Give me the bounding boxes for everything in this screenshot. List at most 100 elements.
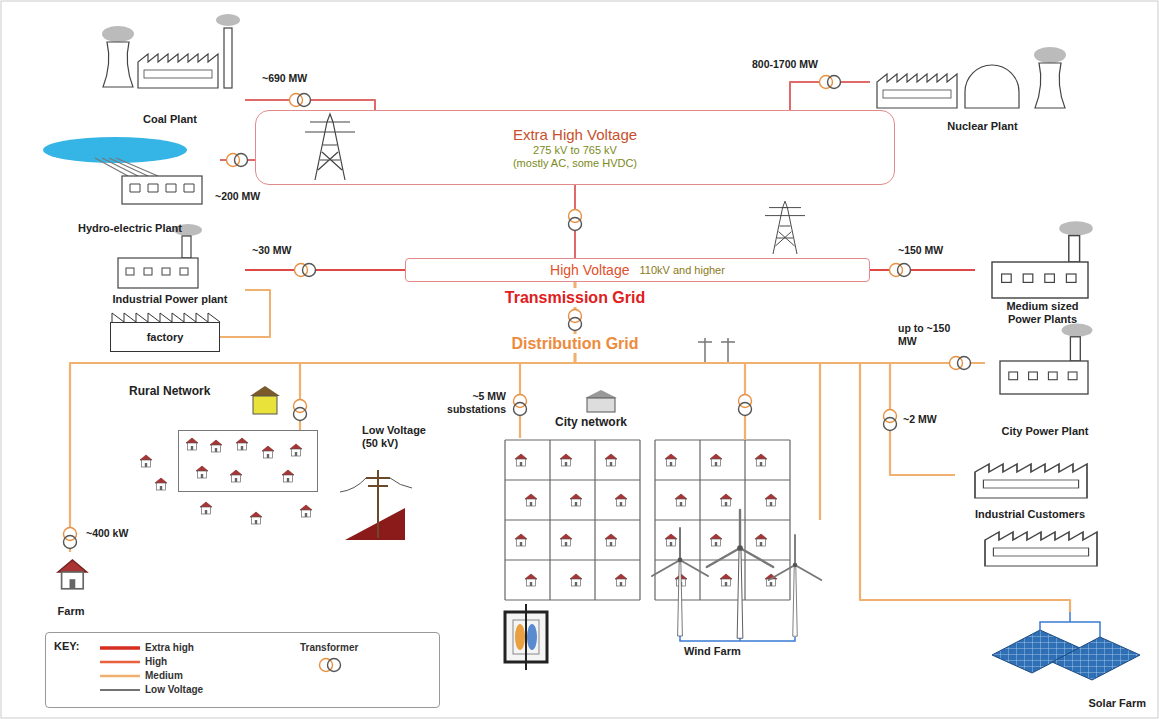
coal-plant-icon bbox=[138, 54, 218, 88]
customer-node: Industrial Customers bbox=[955, 458, 1105, 570]
legend-entry: Extra high bbox=[100, 642, 194, 653]
legend-label: Low Voltage bbox=[145, 684, 203, 695]
factory-box: factory bbox=[110, 322, 220, 352]
house-icon bbox=[262, 446, 274, 458]
house-icon bbox=[615, 494, 627, 506]
coal-plant-icon bbox=[216, 14, 240, 26]
node-label: High Voltage bbox=[550, 262, 629, 278]
house-icon bbox=[605, 454, 617, 466]
power-rating: 800-1700 MW bbox=[752, 58, 818, 71]
node-label: Solar Farm bbox=[1089, 697, 1146, 710]
power-rating: ~30 MW bbox=[252, 244, 291, 257]
house-icon bbox=[675, 494, 687, 506]
house-icon bbox=[515, 534, 527, 546]
low-voltage-pole bbox=[340, 478, 412, 492]
node-label: Extra High Voltage bbox=[513, 126, 637, 144]
factory-icon bbox=[975, 464, 1087, 498]
medium-plant-icon bbox=[992, 221, 1093, 298]
house-icon bbox=[720, 494, 732, 506]
farm-node: Farm bbox=[40, 552, 102, 620]
solar-panel bbox=[1040, 612, 1100, 637]
node-heading: Rural Network bbox=[129, 385, 210, 398]
power-rating: ~150 MW bbox=[898, 244, 943, 257]
node-heading: City network bbox=[555, 416, 627, 429]
city-building bbox=[585, 390, 617, 398]
transformer-device bbox=[527, 624, 537, 650]
pole-icon bbox=[698, 338, 735, 362]
nuclear-plant-icon bbox=[877, 74, 957, 108]
power-line bbox=[70, 282, 575, 552]
house-icon bbox=[525, 574, 537, 586]
coal-plant-icon bbox=[102, 26, 134, 87]
plant-node: Industrial Power plant bbox=[95, 238, 245, 308]
plant-node: Medium sized Power Plants bbox=[975, 228, 1110, 328]
house-icon bbox=[196, 466, 208, 478]
wind-turbine bbox=[652, 528, 708, 636]
house-icon bbox=[230, 470, 242, 482]
hydro-plant-icon bbox=[43, 137, 202, 204]
hydro-plant-icon bbox=[122, 176, 202, 204]
legend-swatch bbox=[100, 646, 140, 650]
factory-roof bbox=[112, 313, 220, 322]
transformer-symbol bbox=[568, 309, 583, 331]
house-icon bbox=[140, 455, 152, 467]
transformer-device bbox=[505, 604, 547, 670]
house-icon bbox=[570, 574, 582, 586]
wind-turbine bbox=[769, 535, 822, 636]
house-icon bbox=[765, 494, 777, 506]
house-icon bbox=[155, 478, 167, 490]
factory-icon bbox=[975, 464, 1097, 566]
solar-panel bbox=[1052, 637, 1140, 680]
legend-swatch bbox=[100, 657, 140, 667]
legend-entry: Low Voltage bbox=[100, 684, 203, 695]
pylon-icon bbox=[305, 114, 355, 180]
transformer-symbol bbox=[568, 209, 583, 231]
node-label: Industrial Customers bbox=[975, 508, 1085, 521]
transformer-symbol bbox=[226, 153, 248, 168]
legend-box bbox=[45, 632, 440, 708]
node-label: 110kV and higher bbox=[639, 264, 724, 276]
legend-swatch bbox=[100, 660, 140, 663]
factory-icon bbox=[985, 532, 1097, 566]
house-icon bbox=[560, 534, 572, 546]
house-icon bbox=[665, 534, 677, 546]
house-icon bbox=[210, 440, 222, 452]
factory-roof bbox=[112, 313, 220, 322]
voltage-band: High Voltage 110kV and higher bbox=[405, 258, 870, 282]
transformer-device bbox=[525, 604, 527, 670]
legend-title: KEY: bbox=[54, 640, 79, 653]
transformer-symbol bbox=[294, 263, 316, 278]
house-icon bbox=[570, 494, 582, 506]
transformer-symbol bbox=[293, 399, 308, 421]
house-icon bbox=[755, 534, 767, 546]
city-grid bbox=[505, 363, 790, 600]
legend-entry: High bbox=[100, 656, 167, 667]
legend-entry: Transformer bbox=[300, 642, 360, 677]
grid-title: Distribution Grid bbox=[507, 334, 642, 353]
transformer-symbol bbox=[63, 75, 972, 550]
pylon-icon bbox=[305, 114, 805, 254]
network-region: Rural Network bbox=[178, 430, 318, 492]
wind-turbine bbox=[680, 636, 795, 641]
power-line bbox=[575, 282, 955, 475]
house-icon bbox=[720, 574, 732, 586]
house-icon bbox=[560, 454, 572, 466]
node-label: Coal Plant bbox=[143, 113, 197, 126]
city-building bbox=[585, 390, 617, 412]
plant-node: City Power Plant bbox=[985, 330, 1105, 440]
transformer-symbol bbox=[889, 263, 911, 278]
power-line bbox=[245, 269, 405, 271]
house-icon bbox=[186, 438, 198, 450]
house-icon bbox=[282, 470, 294, 482]
city-plant-icon bbox=[1000, 324, 1092, 394]
plant-node: Nuclear Plant bbox=[870, 40, 1095, 135]
house-icon bbox=[515, 454, 527, 466]
nuclear-plant-icon bbox=[1034, 47, 1066, 108]
node-label: Industrial Power plant bbox=[113, 293, 228, 306]
legend-swatch bbox=[319, 658, 341, 673]
house-icon bbox=[236, 438, 248, 450]
house-icon bbox=[615, 574, 627, 586]
